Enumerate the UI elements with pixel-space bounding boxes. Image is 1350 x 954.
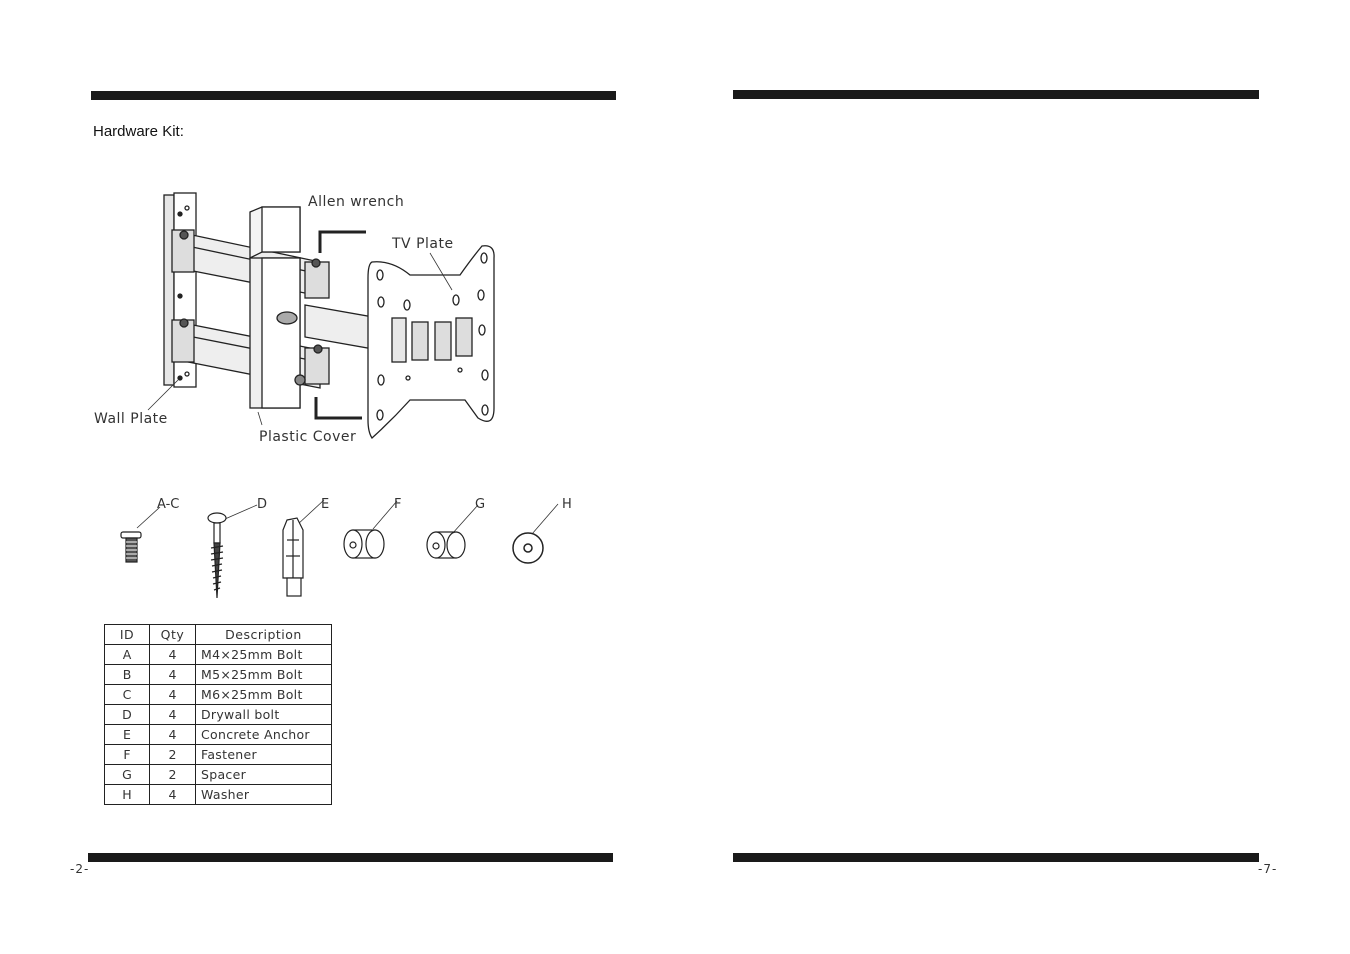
cell-description: Drywall bolt	[195, 704, 332, 725]
table-row: B 4 M5×25mm Bolt	[104, 664, 332, 685]
top-rule-left	[91, 91, 616, 100]
part-label-a-c: A-C	[157, 497, 180, 512]
cell-id: G	[104, 764, 150, 785]
table-row: D 4 Drywall bolt	[104, 704, 332, 725]
header-qty: Qty	[149, 624, 196, 645]
washer-icon	[512, 532, 544, 564]
hardware-table: ID Qty Description A 4 M4×25mm Bolt B 4 …	[104, 624, 332, 805]
cell-qty: 2	[149, 744, 196, 765]
cell-qty: 2	[149, 764, 196, 785]
bottom-rule-right	[733, 853, 1259, 862]
tv-plate-icon	[367, 245, 495, 439]
bottom-rule-left	[88, 853, 613, 862]
page-number-left: -2-	[70, 862, 90, 876]
table-row: F 2 Fastener	[104, 744, 332, 765]
cell-description: Concrete Anchor	[195, 724, 332, 745]
spacer-icon	[426, 531, 466, 559]
label-allen-wrench: Allen wrench	[308, 194, 405, 210]
cell-id: C	[104, 684, 150, 705]
cell-description: M6×25mm Bolt	[195, 684, 332, 705]
bolt-icon	[120, 531, 142, 563]
table-row: E 4 Concrete Anchor	[104, 724, 332, 745]
cell-description: M4×25mm Bolt	[195, 644, 332, 665]
cell-qty: 4	[149, 784, 196, 805]
part-label-h: H	[562, 497, 572, 512]
part-label-f: F	[394, 497, 402, 512]
cell-qty: 4	[149, 644, 196, 665]
top-rule-right	[733, 90, 1259, 99]
table-row: G 2 Spacer	[104, 764, 332, 785]
part-label-d: D	[257, 497, 268, 512]
label-tv-plate: TV Plate	[392, 236, 454, 252]
cell-description: Washer	[195, 784, 332, 805]
table-header-row: ID Qty Description	[104, 624, 332, 645]
label-wall-plate: Wall Plate	[94, 411, 168, 427]
anchor-icon	[282, 517, 304, 597]
table-row: A 4 M4×25mm Bolt	[104, 644, 332, 665]
label-plastic-cover: Plastic Cover	[259, 429, 357, 445]
fastener-icon	[343, 529, 385, 559]
part-label-e: E	[321, 497, 330, 512]
cell-id: A	[104, 644, 150, 665]
page-title: Hardware Kit:	[93, 123, 184, 140]
cell-description: M5×25mm Bolt	[195, 664, 332, 685]
cell-description: Fastener	[195, 744, 332, 765]
cell-id: E	[104, 724, 150, 745]
cell-id: H	[104, 784, 150, 805]
cell-qty: 4	[149, 664, 196, 685]
cell-description: Spacer	[195, 764, 332, 785]
cell-id: D	[104, 704, 150, 725]
header-id: ID	[104, 624, 150, 645]
part-label-g: G	[475, 497, 486, 512]
cell-qty: 4	[149, 704, 196, 725]
allen-wrench-icon	[314, 230, 366, 420]
table-row: H 4 Washer	[104, 784, 332, 805]
cell-qty: 4	[149, 684, 196, 705]
cell-id: F	[104, 744, 150, 765]
drywall-screw-icon	[207, 512, 227, 599]
table-row: C 4 M6×25mm Bolt	[104, 684, 332, 705]
plastic-cover-icon	[249, 206, 301, 409]
header-description: Description	[195, 624, 332, 645]
cell-qty: 4	[149, 724, 196, 745]
cell-id: B	[104, 664, 150, 685]
page-number-right: -7-	[1258, 862, 1278, 876]
